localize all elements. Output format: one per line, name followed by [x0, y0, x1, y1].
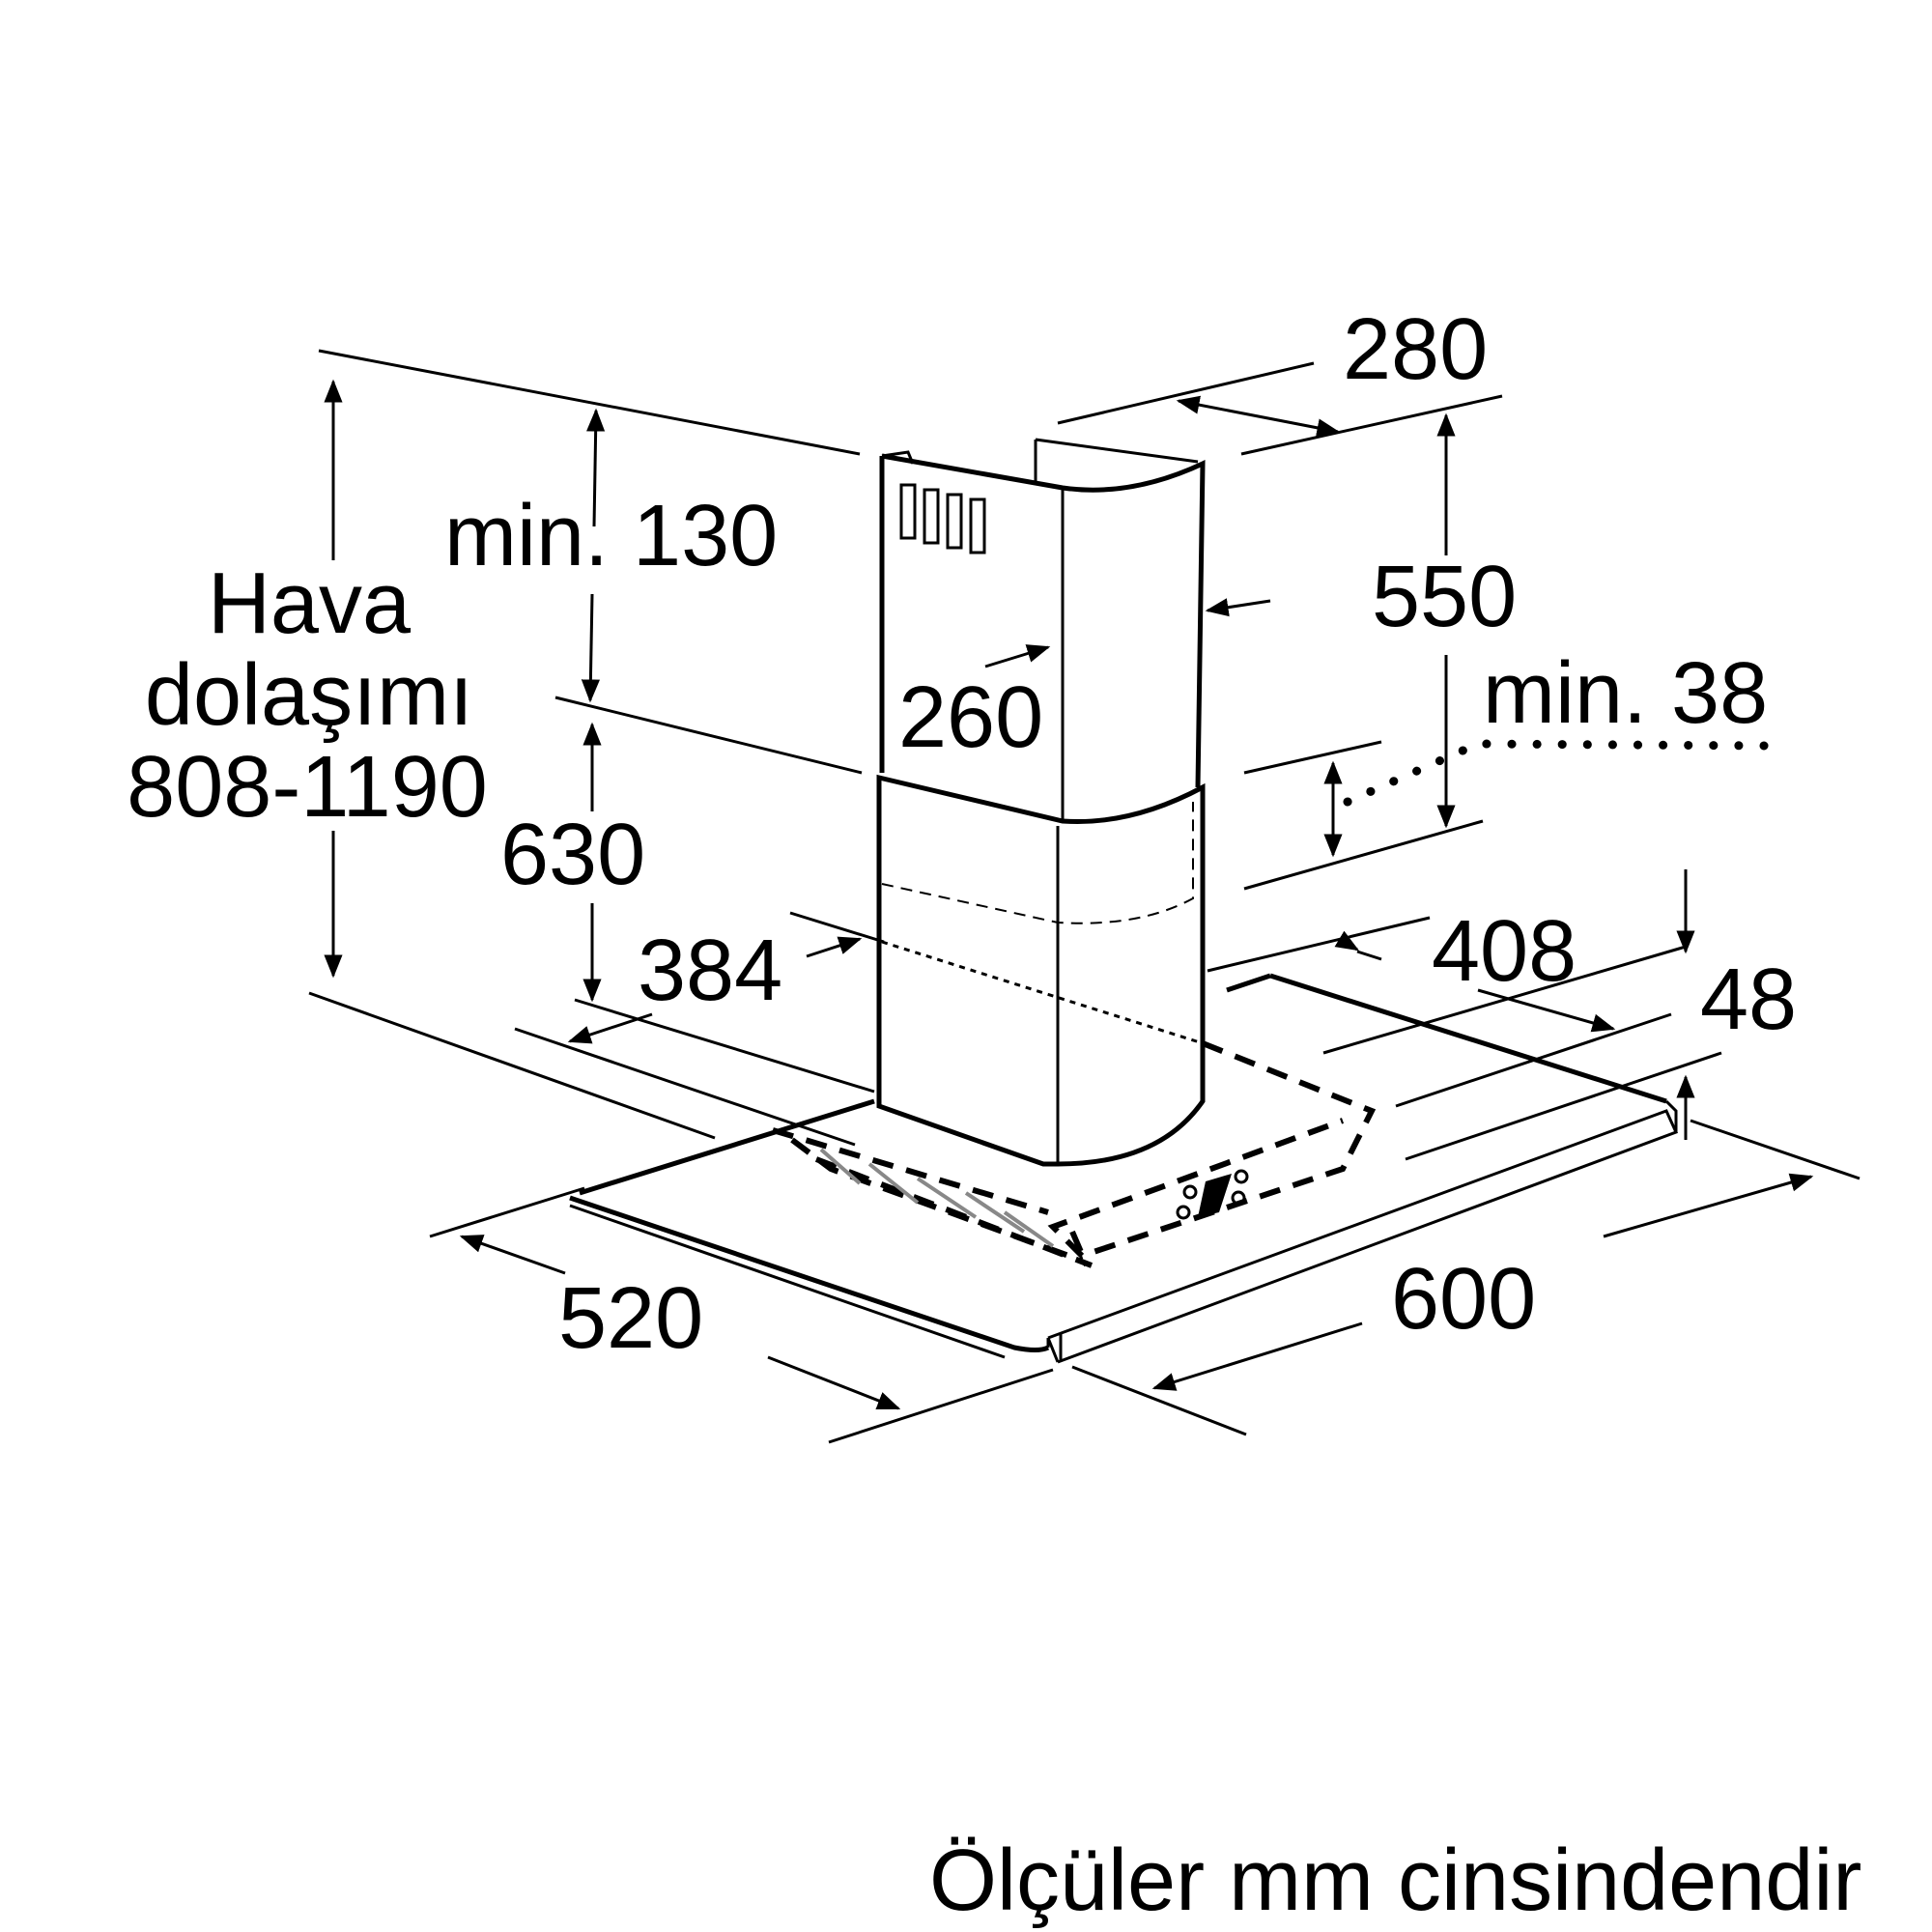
- label-min-38: min. 38: [1483, 645, 1768, 742]
- dimension-labels: 280 550 min. 38 min. 130 260 630 384 408…: [127, 301, 1861, 1929]
- label-min-130: min. 130: [444, 488, 778, 584]
- footer-note: Ölçüler mm cinsindendir: [929, 1833, 1861, 1929]
- label-hava: Hava: [208, 555, 412, 652]
- label-630: 630: [500, 807, 645, 903]
- label-600: 600: [1391, 1251, 1536, 1348]
- label-408: 408: [1432, 903, 1577, 1000]
- label-260: 260: [898, 669, 1043, 766]
- label-520: 520: [558, 1270, 703, 1367]
- label-hava-range: 808-1190: [127, 739, 488, 836]
- label-dolasimi: dolaşımı: [145, 647, 473, 744]
- dimension-lines: [308, 349, 1861, 1444]
- chimney-lower-section: [876, 774, 1206, 1167]
- label-550: 550: [1372, 549, 1517, 645]
- label-48: 48: [1700, 952, 1797, 1048]
- label-280: 280: [1343, 301, 1488, 398]
- label-384: 384: [638, 923, 782, 1019]
- hood-body: [569, 973, 1679, 1364]
- chimney-upper-section: [879, 438, 1206, 821]
